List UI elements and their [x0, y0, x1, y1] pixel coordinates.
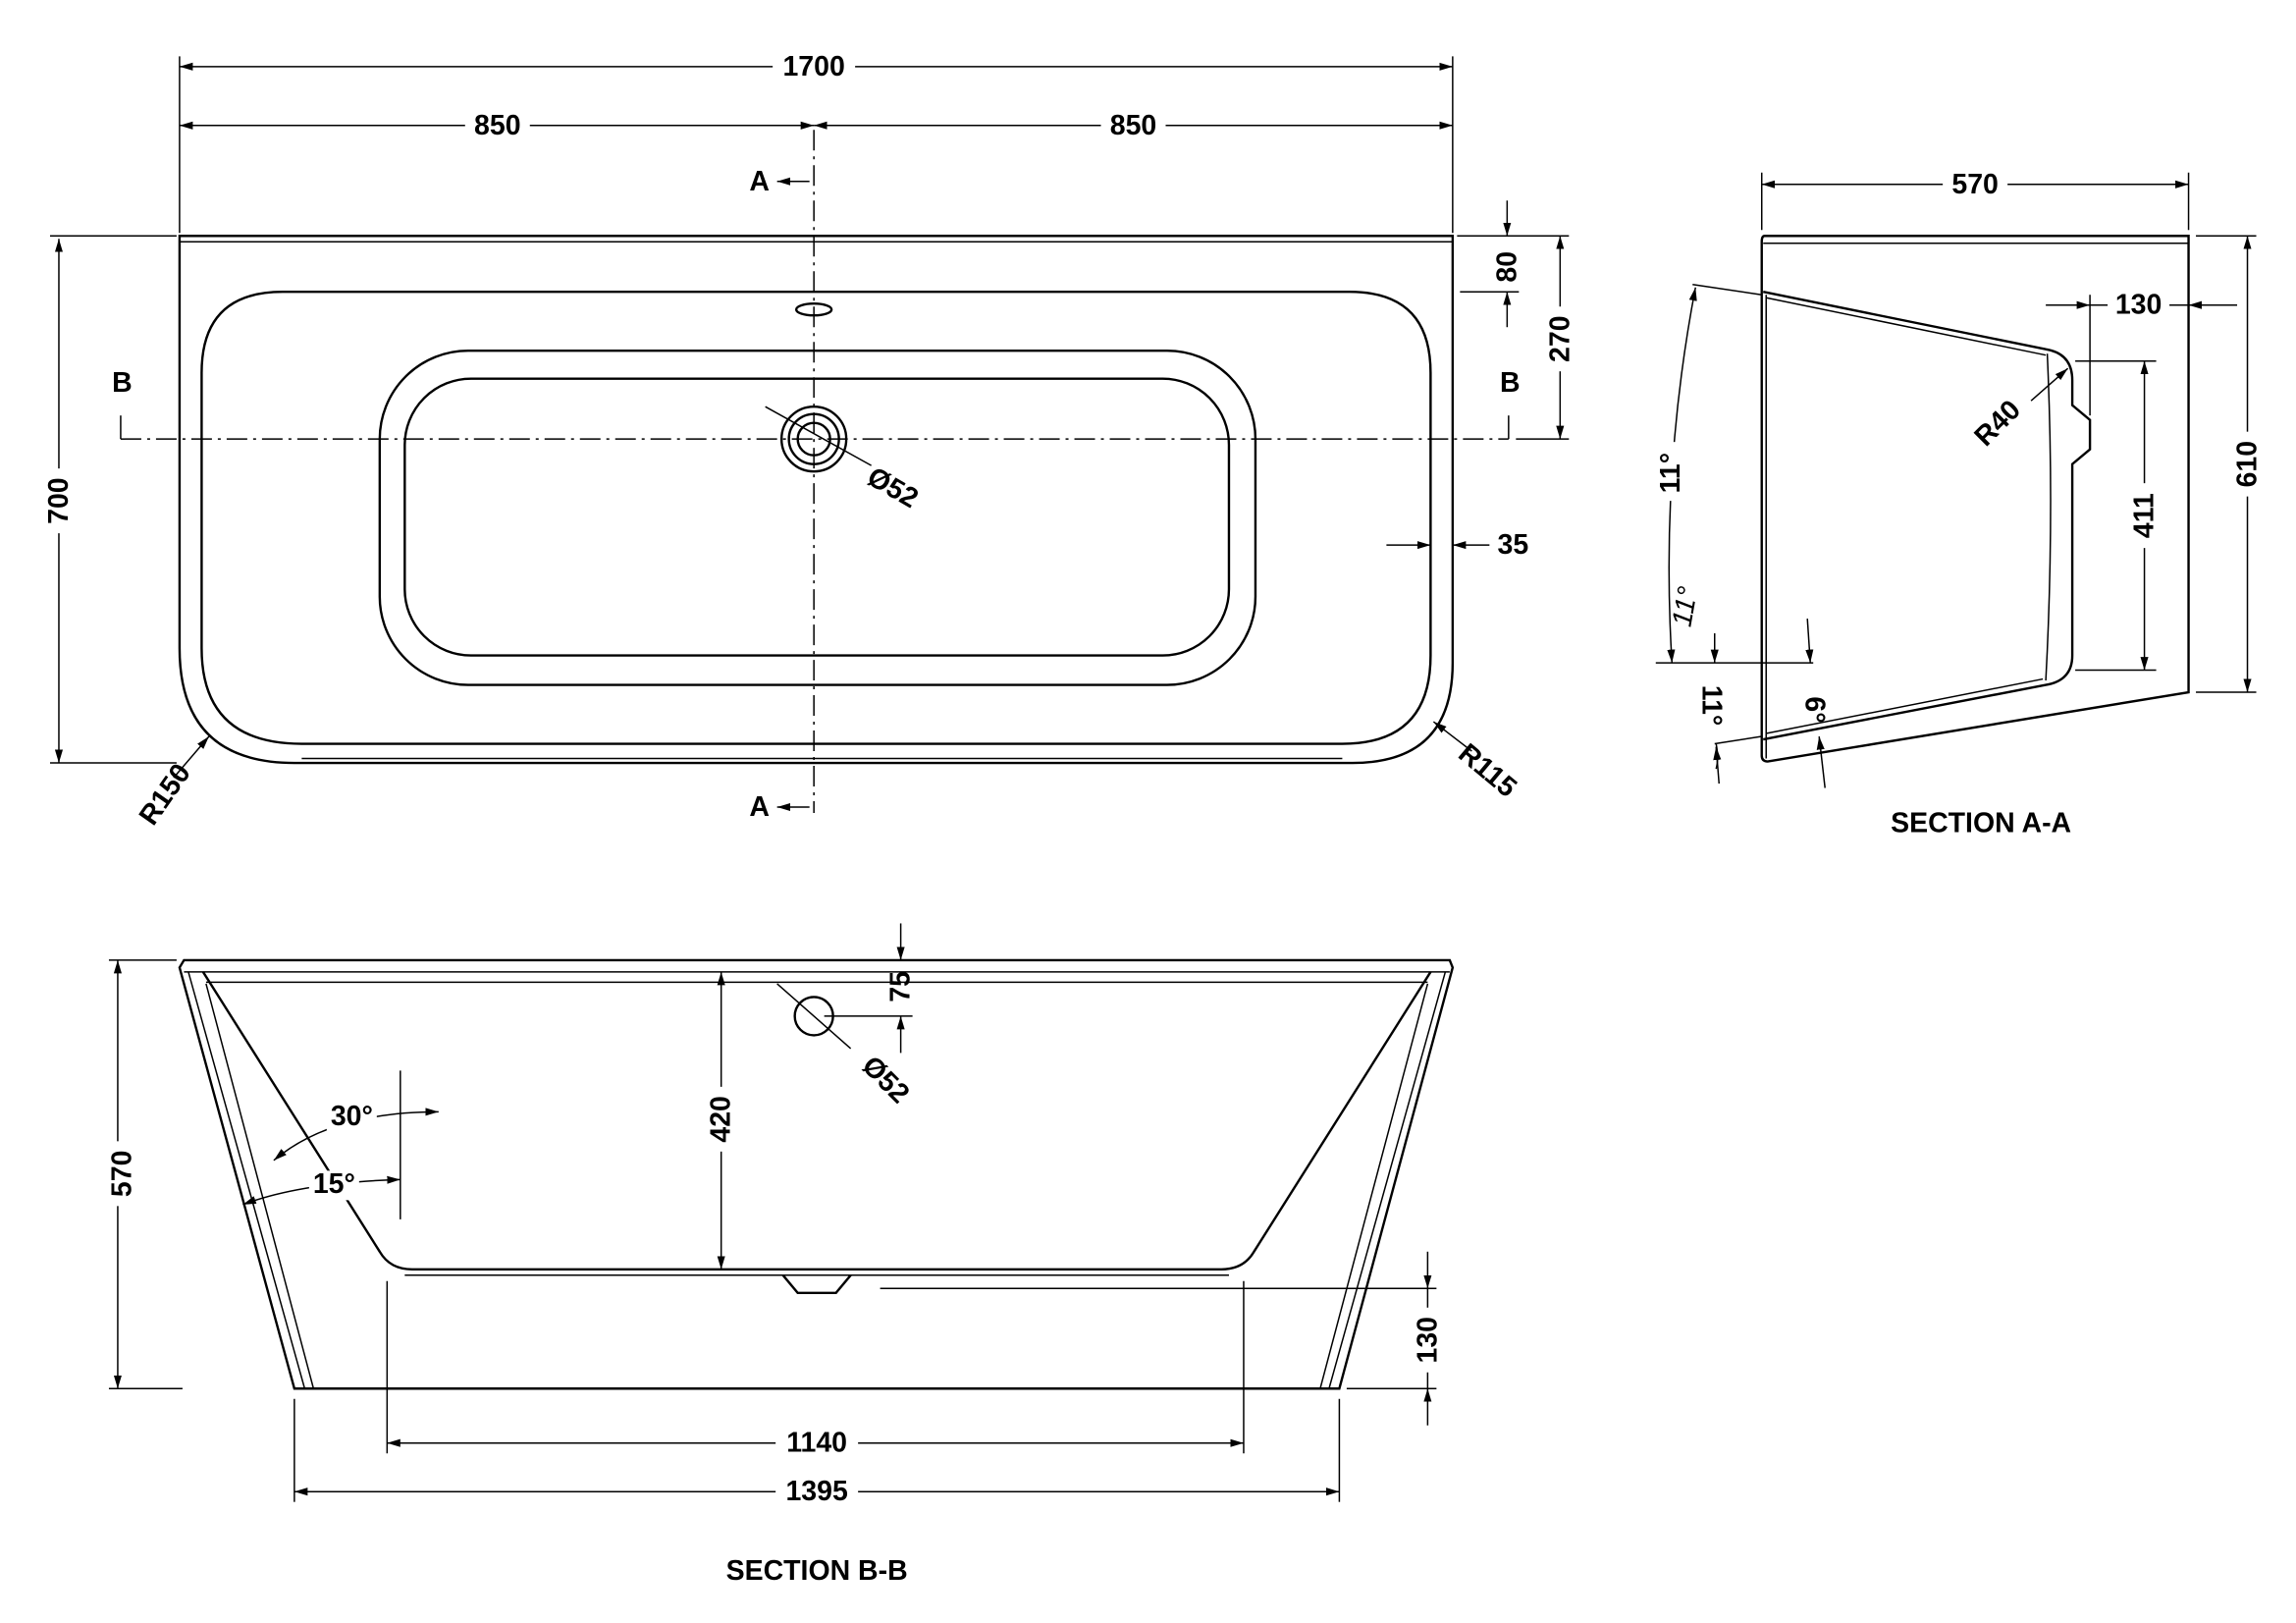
dim-rim-width: 35	[1498, 529, 1529, 561]
bath-outline	[178, 235, 1455, 765]
dim-waste-diameter: Ø52	[862, 461, 924, 515]
dim-aa-height: 610	[2232, 441, 2264, 487]
dim-bb-inner-depth: 420	[706, 1096, 737, 1142]
waste-outlet-section	[781, 1274, 852, 1294]
section-marker-a-top: A	[749, 166, 770, 197]
basin-floor	[403, 377, 1231, 657]
dim-bb-angle-inner: 30°	[331, 1101, 373, 1132]
dim-aa-angle-back: 11°	[1655, 453, 1686, 493]
dim-aa-angle-back-inner: 11°	[1666, 584, 1704, 629]
dim-waste-offset: 270	[1544, 315, 1575, 362]
rim-inner-edge	[200, 291, 1432, 745]
section-bb-basin	[201, 971, 1432, 1271]
dim-corner-right: R115	[1453, 737, 1523, 803]
dim-aa-angle-base: 11°	[1696, 685, 1728, 726]
section-aa: 570 610 411 130 R40 11° 11° 11°	[1654, 166, 2266, 839]
dim-bb-overflow-diameter: Ø52	[856, 1050, 916, 1109]
dim-aa-angle-floor: 6°	[1799, 696, 1831, 723]
dim-aa-back-offset: 130	[2115, 290, 2163, 321]
section-bb-title: SECTION B-B	[726, 1555, 908, 1587]
dim-bb-overflow-height: 75	[885, 971, 917, 1002]
dim-bb-angle-outer: 15°	[313, 1168, 355, 1200]
dim-aa-inner-depth: 411	[2129, 493, 2161, 538]
section-aa-title: SECTION A-A	[1891, 808, 2071, 839]
dim-overall-length: 1700	[782, 51, 844, 82]
section-bb: 570 420 75 Ø52 30° 15° 130 1140	[99, 923, 1455, 1587]
section-aa-basin	[1762, 291, 2092, 741]
section-bb-outline	[178, 958, 1455, 1390]
dim-rim-depth: 80	[1491, 251, 1522, 283]
section-marker-b-left: B	[112, 367, 133, 399]
dim-corner-left: R150	[133, 758, 197, 831]
section-marker-a-bottom: A	[749, 791, 770, 823]
dim-bb-base-length: 1395	[785, 1476, 847, 1507]
dim-bb-height: 570	[106, 1151, 137, 1198]
dim-aa-width: 570	[1951, 169, 1999, 200]
section-marker-b-right: B	[1500, 367, 1521, 399]
dim-aa-radius: R40	[1968, 394, 2027, 453]
dim-half-left: 850	[474, 110, 521, 141]
dim-bb-floor-length: 1140	[786, 1428, 847, 1459]
basin-outline	[378, 350, 1257, 686]
section-aa-outline	[1760, 235, 2190, 763]
plan-view: 1700 850 850 A A B B 700 80 270 35	[40, 48, 1578, 831]
dim-bb-base-height: 130	[1412, 1317, 1443, 1364]
dim-half-right: 850	[1110, 110, 1156, 141]
dim-width: 700	[43, 477, 75, 523]
